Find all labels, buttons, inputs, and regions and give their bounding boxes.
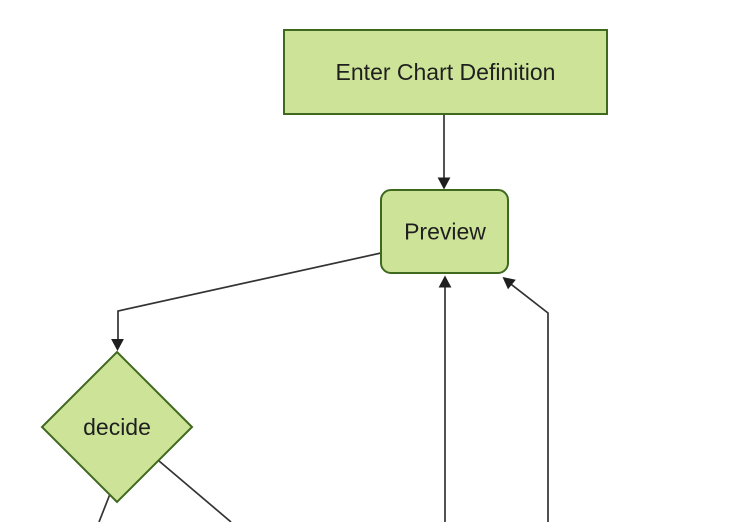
- arrowhead-into-preview-top: [437, 177, 451, 190]
- arrowhead-into-preview-bottom: [438, 275, 452, 288]
- node-enter-chart-definition-shape: [283, 29, 608, 115]
- edge-decide-to-offscreen-bottom-left: [98, 493, 111, 522]
- arrowhead-into-decide-top: [111, 339, 124, 351]
- edge-decide-to-offscreen-bottom-right: [151, 454, 232, 522]
- node-decide-label: decide: [83, 414, 151, 440]
- node-preview: Preview: [380, 189, 509, 274]
- edge-offscreen-to-preview-corner: [510, 283, 549, 522]
- arrowhead-layer: [111, 177, 516, 351]
- node-preview-shape: [380, 189, 509, 274]
- arrowhead-into-preview-bottom-right: [502, 277, 516, 290]
- edge-preview-to-decide: [117, 252, 382, 340]
- node-decide-shape: [40, 350, 194, 504]
- edge-layer: [98, 114, 549, 522]
- node-enter-chart-definition-label: Enter Chart Definition: [336, 59, 556, 85]
- node-enter-chart-definition: Enter Chart Definition: [283, 29, 608, 115]
- node-decide: decide: [40, 350, 194, 504]
- node-preview-label: Preview: [404, 219, 486, 245]
